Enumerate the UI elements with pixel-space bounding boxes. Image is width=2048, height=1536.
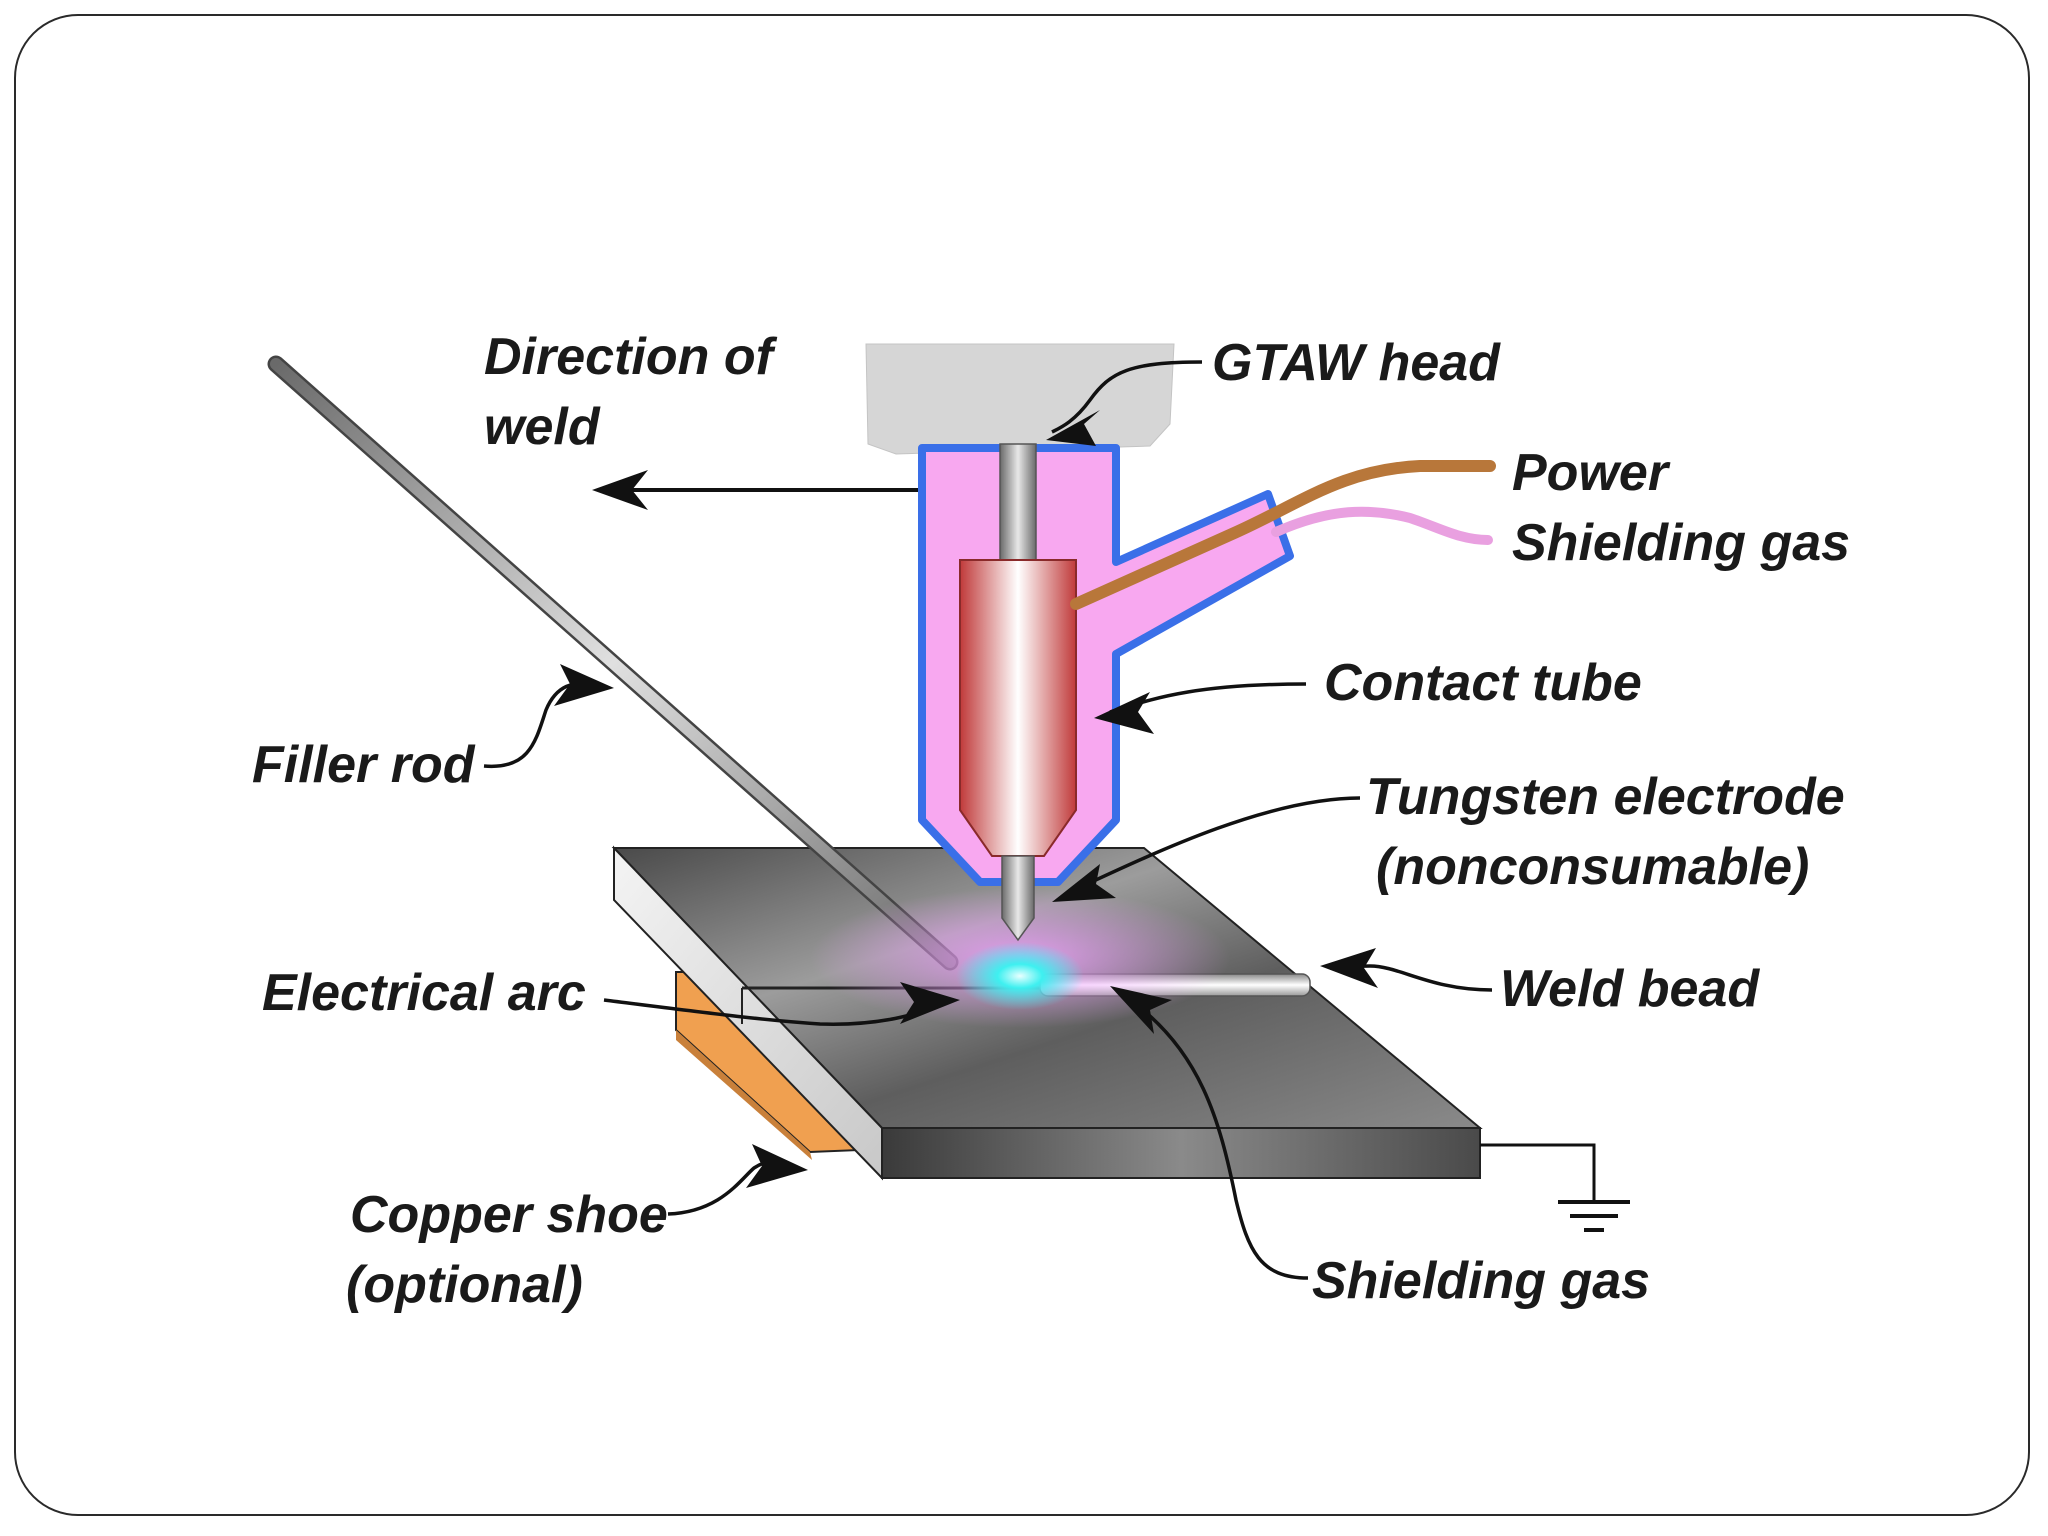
label-filler-rod: Filler rod — [252, 736, 476, 794]
label-gtaw-head: GTAW head — [1212, 334, 1501, 392]
label-tungsten-electrode-1: Tungsten electrode — [1366, 768, 1845, 826]
label-contact-tube: Contact tube — [1324, 654, 1642, 712]
leader-electrical-arc — [603, 982, 960, 1026]
label-tungsten-electrode-2: (nonconsumable) — [1376, 838, 1809, 896]
leader-copper-shoe — [667, 1144, 808, 1216]
electrode-shaft — [999, 443, 1037, 565]
gtaw-head — [865, 343, 1175, 455]
label-copper-shoe-2: (optional) — [346, 1256, 583, 1314]
label-direction-of-weld-2: weld — [484, 398, 601, 456]
leader-weld-bead — [1320, 948, 1493, 992]
leader-shielding-gas-bottom — [1110, 986, 1309, 1280]
power-cable — [1070, 460, 1496, 610]
filler-rod — [267, 355, 959, 971]
label-shielding-gas-bottom: Shielding gas — [1312, 1252, 1650, 1310]
electrical-arc — [956, 942, 1084, 1010]
leader-filler-rod — [483, 664, 614, 769]
leader-gtaw-head — [1046, 360, 1203, 446]
contact-tube-body — [959, 559, 1077, 857]
tungsten-electrode — [1001, 855, 1035, 942]
label-electrical-arc: Electrical arc — [262, 964, 586, 1022]
workpiece-plate — [611, 845, 1483, 1181]
ground-symbol-icon — [1480, 1143, 1630, 1232]
label-shielding-gas-top: Shielding gas — [1512, 514, 1850, 572]
label-weld-bead: Weld bead — [1500, 960, 1760, 1018]
label-copper-shoe-1: Copper shoe — [350, 1186, 668, 1244]
direction-arrow — [592, 470, 918, 510]
leader-tungsten — [1052, 796, 1361, 902]
label-power: Power — [1512, 444, 1671, 502]
gas-hose — [1271, 506, 1493, 545]
leader-contact-tube — [1094, 682, 1307, 734]
label-direction-of-weld-1: Direction of — [484, 328, 778, 386]
